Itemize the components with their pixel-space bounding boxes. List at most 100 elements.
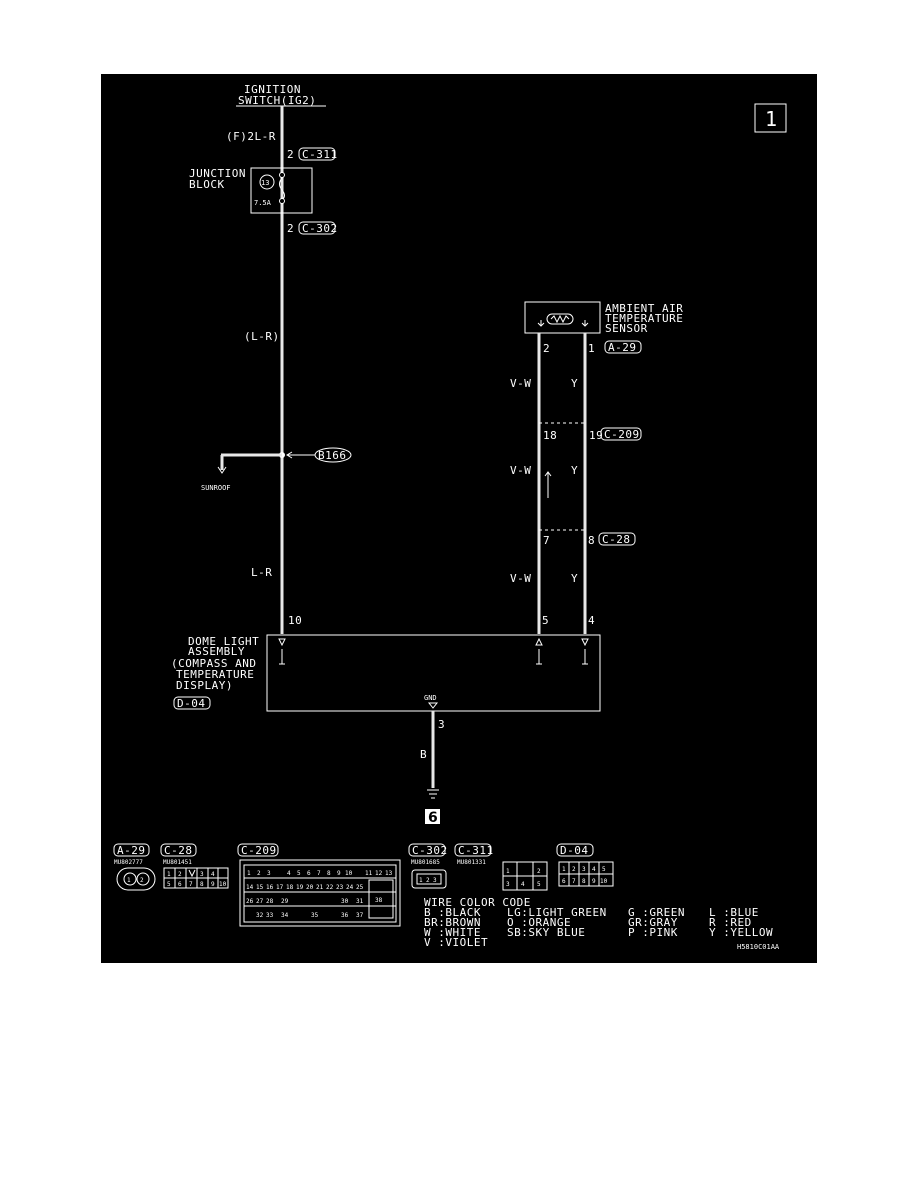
- svg-text:3: 3: [582, 866, 586, 873]
- dome-label-1: DOME LIGHT: [188, 635, 259, 648]
- svg-text:1: 1: [127, 877, 131, 884]
- svg-text:7: 7: [572, 878, 576, 885]
- svg-text:10: 10: [600, 878, 608, 885]
- svg-text:4: 4: [211, 871, 215, 878]
- drawing-code: H5810C01AA: [737, 943, 780, 951]
- d04-label: D-04: [177, 697, 206, 710]
- svg-text:31: 31: [356, 898, 364, 905]
- svg-text:2: 2: [426, 877, 430, 884]
- legend-table: B :BLACK LG:LIGHT GREEN G :GREEN L :BLUE…: [424, 906, 773, 949]
- svg-text:30: 30: [341, 898, 349, 905]
- signal-arrow-icon: [544, 471, 552, 498]
- pin4-terminal-icon: [581, 638, 589, 647]
- dome-label-4: TEMPERATURE: [176, 668, 254, 681]
- legend-title: WIRE COLOR CODE: [424, 896, 531, 909]
- ground-point-number: 6: [428, 810, 438, 826]
- cv-c311-tag: [454, 843, 492, 857]
- cv-c302-label: C-302: [412, 844, 448, 857]
- svg-text:3: 3: [267, 870, 271, 877]
- pin5-terminal-icon: [535, 637, 543, 646]
- vw-label-3: V-W: [510, 572, 531, 585]
- cv-a29-shell: [116, 867, 156, 891]
- svg-text:P :PINK: P :PINK: [628, 926, 678, 939]
- sunroof-arrow-icon: [217, 466, 227, 474]
- svg-text:3: 3: [200, 871, 204, 878]
- dome-pin-3: 3: [438, 718, 445, 731]
- svg-text:26: 26: [246, 898, 254, 905]
- svg-text:Y :YELLOW: Y :YELLOW: [709, 926, 773, 939]
- svg-text:6: 6: [178, 881, 182, 888]
- svg-text:W :WHITE: W :WHITE: [424, 926, 481, 939]
- svg-text:2: 2: [140, 877, 144, 884]
- c302-label: C-302: [302, 222, 338, 235]
- sensor-box: [524, 301, 601, 334]
- svg-text:29: 29: [281, 898, 289, 905]
- svg-text:2: 2: [178, 871, 182, 878]
- svg-text:1: 1: [506, 868, 510, 875]
- c302-connector-tag: [298, 221, 336, 235]
- sunroof-label: SUNROOF: [201, 484, 231, 492]
- sensor-label-2: TEMPERATURE: [605, 312, 683, 325]
- dome-pin-5: 5: [542, 614, 549, 627]
- fuse-rating: 7.5A: [254, 199, 272, 207]
- svg-text:8: 8: [200, 881, 204, 888]
- svg-text:20: 20: [306, 884, 314, 891]
- svg-text:L :BLUE: L :BLUE: [709, 906, 759, 919]
- pin10-lead: [279, 649, 285, 665]
- cv-d04-tag: [556, 843, 594, 857]
- svg-text:SB:SKY BLUE: SB:SKY BLUE: [507, 926, 585, 939]
- dome-pin-4: 4: [588, 614, 595, 627]
- y-label-1: Y: [571, 377, 578, 390]
- svg-text:32: 32: [256, 912, 264, 919]
- sensor-label-1: AMBIENT AIR: [605, 302, 683, 315]
- svg-text:3: 3: [506, 881, 510, 888]
- page-number-box: [754, 103, 787, 133]
- pin10-terminal-icon: [278, 638, 286, 647]
- svg-text:16: 16: [266, 884, 274, 891]
- y-label-3: Y: [571, 572, 578, 585]
- low-wire-label: L-R: [251, 566, 272, 579]
- c302-pin: 2: [287, 222, 294, 235]
- cv-c28-label: C-28: [164, 844, 193, 857]
- sensor-label-3: SENSOR: [605, 322, 648, 335]
- c28-pin-7: 7: [543, 534, 550, 547]
- svg-text:9: 9: [337, 870, 341, 877]
- c311-connector-tag: [298, 147, 336, 161]
- c209-pin-19: 19: [589, 429, 603, 442]
- top-wire-label: (F)2L-R: [226, 130, 276, 143]
- svg-text:GR:GRAY: GR:GRAY: [628, 916, 678, 929]
- svg-text:33: 33: [266, 912, 274, 919]
- svg-text:11: 11: [365, 870, 373, 877]
- dome-label-3: (COMPASS AND: [171, 657, 256, 670]
- svg-text:35: 35: [311, 912, 319, 919]
- c28-connector-tag: [598, 532, 636, 546]
- c28-label: C-28: [602, 533, 631, 546]
- ignition-label-2: SWITCH(IG2): [238, 94, 316, 107]
- b166-label: B166: [318, 449, 347, 462]
- junction-label-1: JUNCTION: [189, 167, 246, 180]
- svg-text:19: 19: [296, 884, 304, 891]
- svg-text:1: 1: [562, 866, 566, 873]
- svg-text:4: 4: [592, 866, 596, 873]
- svg-text:B :BLACK: B :BLACK: [424, 906, 481, 919]
- svg-text:27: 27: [256, 898, 264, 905]
- svg-text:2: 2: [572, 866, 576, 873]
- fuse-number: 13: [261, 179, 269, 187]
- cv-c28-tag: [160, 843, 197, 857]
- svg-text:38: 38: [375, 897, 383, 904]
- a29-connector-tag: [604, 340, 642, 354]
- a29-pin-1: 1: [588, 342, 595, 355]
- wiring-diagram: 1 IGNITION SWITCH(IG2) (F)2L-R 2 C-311 J…: [101, 74, 817, 963]
- svg-text:9: 9: [592, 878, 596, 885]
- svg-text:5: 5: [602, 866, 606, 873]
- svg-text:4: 4: [521, 881, 525, 888]
- svg-text:4: 4: [287, 870, 291, 877]
- fuse-terminal-top: [279, 172, 285, 178]
- svg-text:8: 8: [327, 870, 331, 877]
- svg-text:22: 22: [326, 884, 334, 891]
- svg-text:28: 28: [266, 898, 274, 905]
- svg-text:V :VIOLET: V :VIOLET: [424, 936, 488, 949]
- c209-connector-tag: [600, 427, 642, 441]
- svg-text:8: 8: [582, 878, 586, 885]
